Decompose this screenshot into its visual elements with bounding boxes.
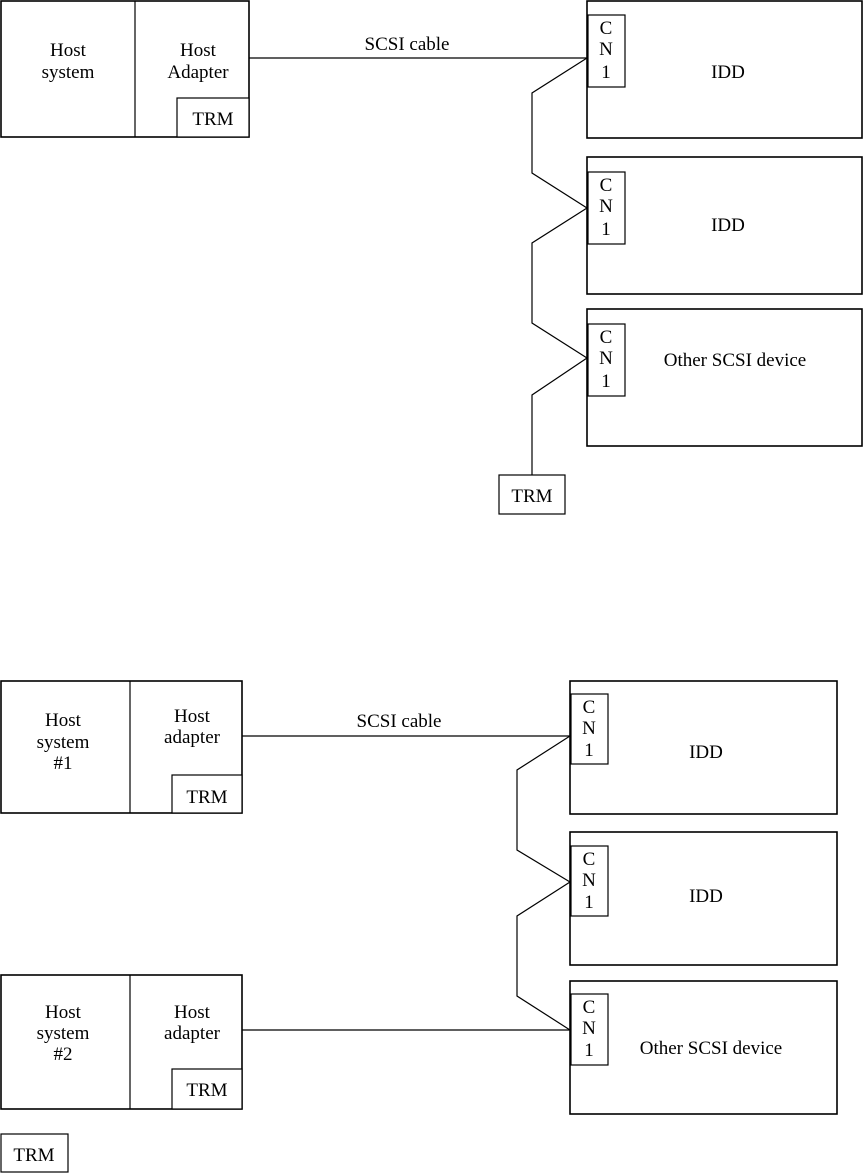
svg-text:N: N [582, 718, 596, 739]
svg-text:system: system [37, 732, 90, 753]
svg-text:Host: Host [45, 710, 82, 731]
svg-text:C: C [583, 697, 596, 718]
host-system-label-2: system [42, 62, 95, 83]
host-adapter-label-1: Host [180, 40, 217, 61]
svg-text:Host: Host [174, 1002, 211, 1023]
device-label: Other SCSI device [640, 1038, 782, 1059]
svg-text:adapter: adapter [164, 1023, 221, 1044]
svg-text:system: system [37, 1023, 90, 1044]
svg-text:1: 1 [601, 62, 611, 83]
device-label: IDD [689, 886, 723, 907]
device-label: IDD [689, 742, 723, 763]
terminator-label: TRM [511, 486, 552, 507]
device-idd-2: C N 1 IDD [569, 831, 838, 966]
connector-cn1 [587, 323, 626, 397]
svg-text:Host: Host [45, 1002, 82, 1023]
host-system-1-block: Host system #1 Host adapter TRM [0, 680, 243, 814]
svg-text:adapter: adapter [164, 727, 221, 748]
svg-text:C: C [600, 18, 613, 39]
host-system-label-1: Host [50, 40, 87, 61]
svg-text:1: 1 [584, 740, 594, 761]
host-system-block: Host system Host Adapter TRM [0, 0, 250, 138]
svg-text:N: N [599, 196, 613, 217]
trm-adapter-box [176, 97, 250, 138]
diagram-2: Host system #1 Host adapter TRM SCSI cab… [0, 680, 838, 1173]
svg-text:1: 1 [584, 892, 594, 913]
svg-text:TRM: TRM [13, 1145, 54, 1166]
svg-text:C: C [600, 327, 613, 348]
svg-text:N: N [582, 870, 596, 891]
svg-text:TRM: TRM [186, 1080, 227, 1101]
device-label: Other SCSI device [664, 350, 806, 371]
legend-trm: TRM [0, 1133, 69, 1173]
svg-text:1: 1 [584, 1040, 594, 1061]
daisy-chain-cable [516, 735, 572, 1031]
device-label: IDD [711, 62, 745, 83]
svg-text:Host: Host [174, 706, 211, 727]
connector-cn1 [587, 171, 626, 245]
svg-text:N: N [599, 39, 613, 60]
svg-text:TRM: TRM [186, 787, 227, 808]
connector-cn1 [570, 993, 609, 1066]
svg-text:#1: #1 [54, 753, 73, 774]
device-idd-2: C N 1 IDD [586, 156, 863, 295]
trm-adapter-label: TRM [192, 109, 233, 130]
scsi-cable-label: SCSI cable [357, 711, 442, 732]
svg-text:C: C [583, 997, 596, 1018]
connector-cn1 [570, 693, 609, 765]
device-other-scsi: C N 1 Other SCSI device [569, 980, 838, 1115]
host-adapter-label-2: Adapter [167, 62, 229, 83]
scsi-cable-label: SCSI cable [365, 34, 450, 55]
svg-text:1: 1 [601, 371, 611, 392]
daisy-chain-cable [531, 57, 589, 475]
svg-text:#2: #2 [54, 1044, 73, 1065]
diagram-1: Host system Host Adapter TRM SCSI cable … [0, 0, 863, 515]
connector-cn1 [570, 845, 609, 917]
svg-text:N: N [582, 1018, 596, 1039]
svg-text:C: C [583, 849, 596, 870]
host-system-2-block: Host system #2 Host adapter TRM [0, 974, 243, 1110]
device-label: IDD [711, 215, 745, 236]
device-other-scsi: C N 1 Other SCSI device [586, 308, 863, 447]
terminator: TRM [498, 474, 566, 515]
connector-cn1 [587, 14, 626, 88]
device-idd-1: C N 1 IDD [569, 680, 838, 815]
svg-text:1: 1 [601, 219, 611, 240]
device-idd-1: C N 1 IDD [586, 0, 863, 139]
svg-text:N: N [599, 348, 613, 369]
svg-text:C: C [600, 175, 613, 196]
